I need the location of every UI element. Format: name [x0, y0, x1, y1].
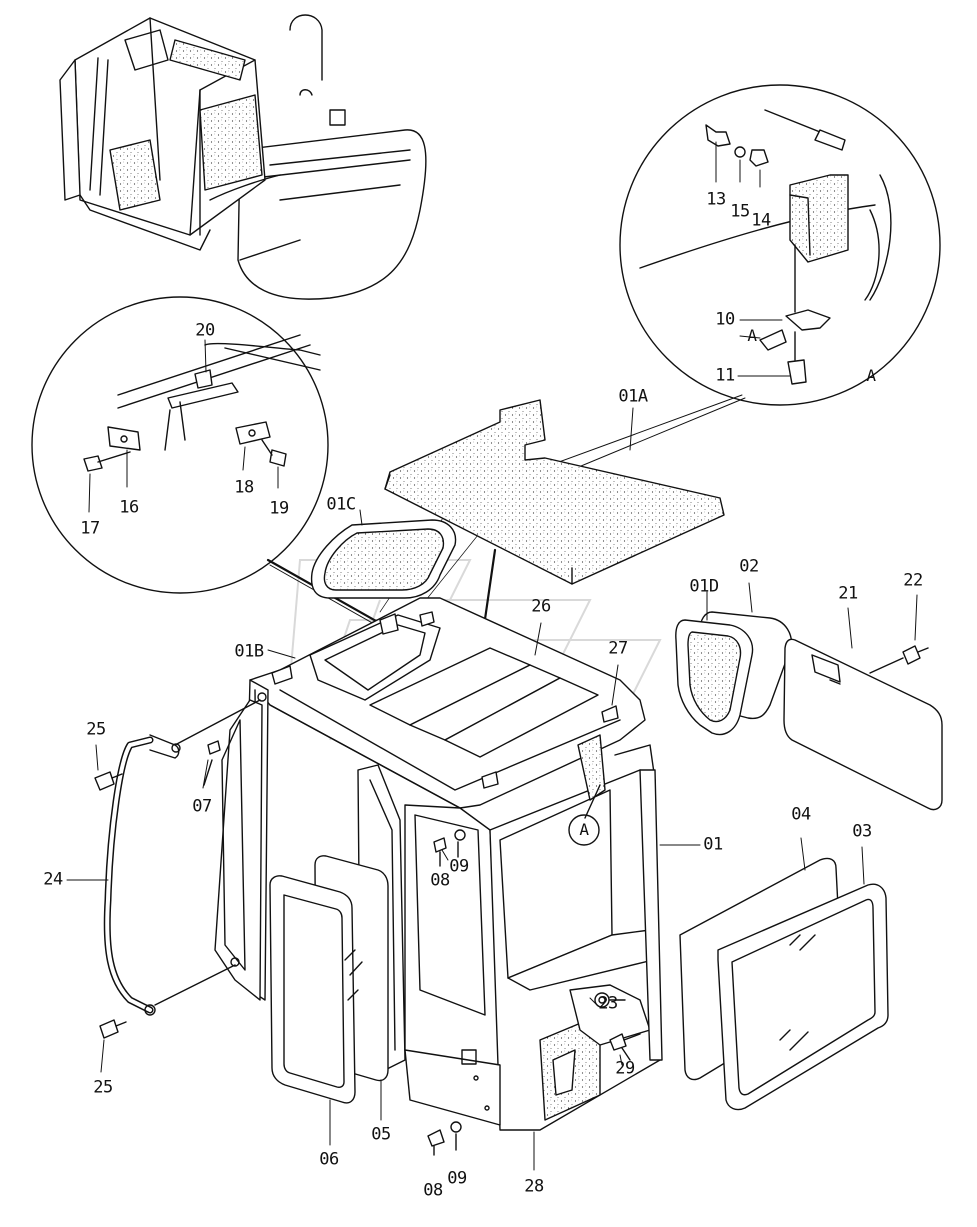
- callout-29: 29: [615, 1058, 635, 1079]
- callout-25-upper: 25: [86, 719, 106, 740]
- callout-17: 17: [80, 518, 100, 539]
- callout-28: 28: [524, 1176, 544, 1197]
- callout-01: 01: [703, 834, 723, 855]
- bolt-25-upper: [94, 771, 123, 791]
- handrail-24: [103, 692, 267, 1016]
- callout-10: 10: [715, 309, 735, 330]
- callout-27: 27: [608, 638, 628, 659]
- front-lower-glass-03-04: [679, 857, 889, 1111]
- callout-22: 22: [903, 570, 923, 591]
- callout-21: 21: [838, 583, 858, 604]
- rear-panel-21: [783, 638, 943, 811]
- callout-01B: 01B: [234, 641, 264, 662]
- callout-03: 03: [852, 821, 872, 842]
- callout-05: 05: [371, 1124, 391, 1145]
- callout-01C: 01C: [326, 494, 356, 515]
- callout-14: 14: [751, 210, 771, 231]
- detail-circle-right: [619, 84, 941, 406]
- detail-A-label: A: [866, 366, 876, 385]
- callout-23: 23: [598, 993, 618, 1014]
- upper-window-01D-02: [675, 611, 792, 736]
- callout-18: 18: [234, 477, 254, 498]
- callout-13: 13: [706, 189, 726, 210]
- callout-09-upper: 09: [449, 856, 469, 877]
- fastener-08-09-lower: [427, 1121, 462, 1156]
- callout-25-lower: 25: [93, 1077, 113, 1098]
- callout-09-lower: 09: [447, 1168, 467, 1189]
- bolt-29: [609, 1033, 641, 1061]
- detail-reference-circle: [568, 814, 600, 846]
- screw-07: [203, 740, 221, 786]
- cab-frame-01: [214, 597, 663, 1131]
- callout-circle-A-label: A: [579, 820, 589, 839]
- bolt-25-lower: [99, 1019, 127, 1039]
- callout-24: 24: [43, 869, 63, 890]
- floor-mat-01A: [384, 399, 725, 585]
- bolt-22: [869, 645, 929, 674]
- leader-lines: [66, 141, 918, 1171]
- detail-A-arrow-label: A: [747, 326, 757, 345]
- roof-window-seal-01C: [310, 519, 457, 599]
- callout-19: 19: [269, 498, 289, 519]
- callout-08-lower: 08: [423, 1180, 443, 1201]
- fastener-08-09-upper: [433, 829, 466, 867]
- machine-overview: [59, 14, 427, 300]
- callout-04: 04: [791, 804, 811, 825]
- callout-02: 02: [739, 556, 759, 577]
- callout-01A: 01A: [618, 386, 648, 407]
- callout-08-upper: 08: [430, 870, 450, 891]
- callout-11: 11: [715, 365, 735, 386]
- callout-06: 06: [319, 1149, 339, 1170]
- grommet-23: [594, 992, 626, 1008]
- callout-07: 07: [192, 796, 212, 817]
- callout-20: 20: [195, 320, 215, 341]
- callout-16: 16: [119, 497, 139, 518]
- callout-01D: 01D: [689, 576, 719, 597]
- detail-circle-left: [31, 296, 329, 594]
- callout-26: 26: [531, 596, 551, 617]
- callout-15: 15: [730, 201, 750, 222]
- side-glass-05-06: [269, 855, 389, 1104]
